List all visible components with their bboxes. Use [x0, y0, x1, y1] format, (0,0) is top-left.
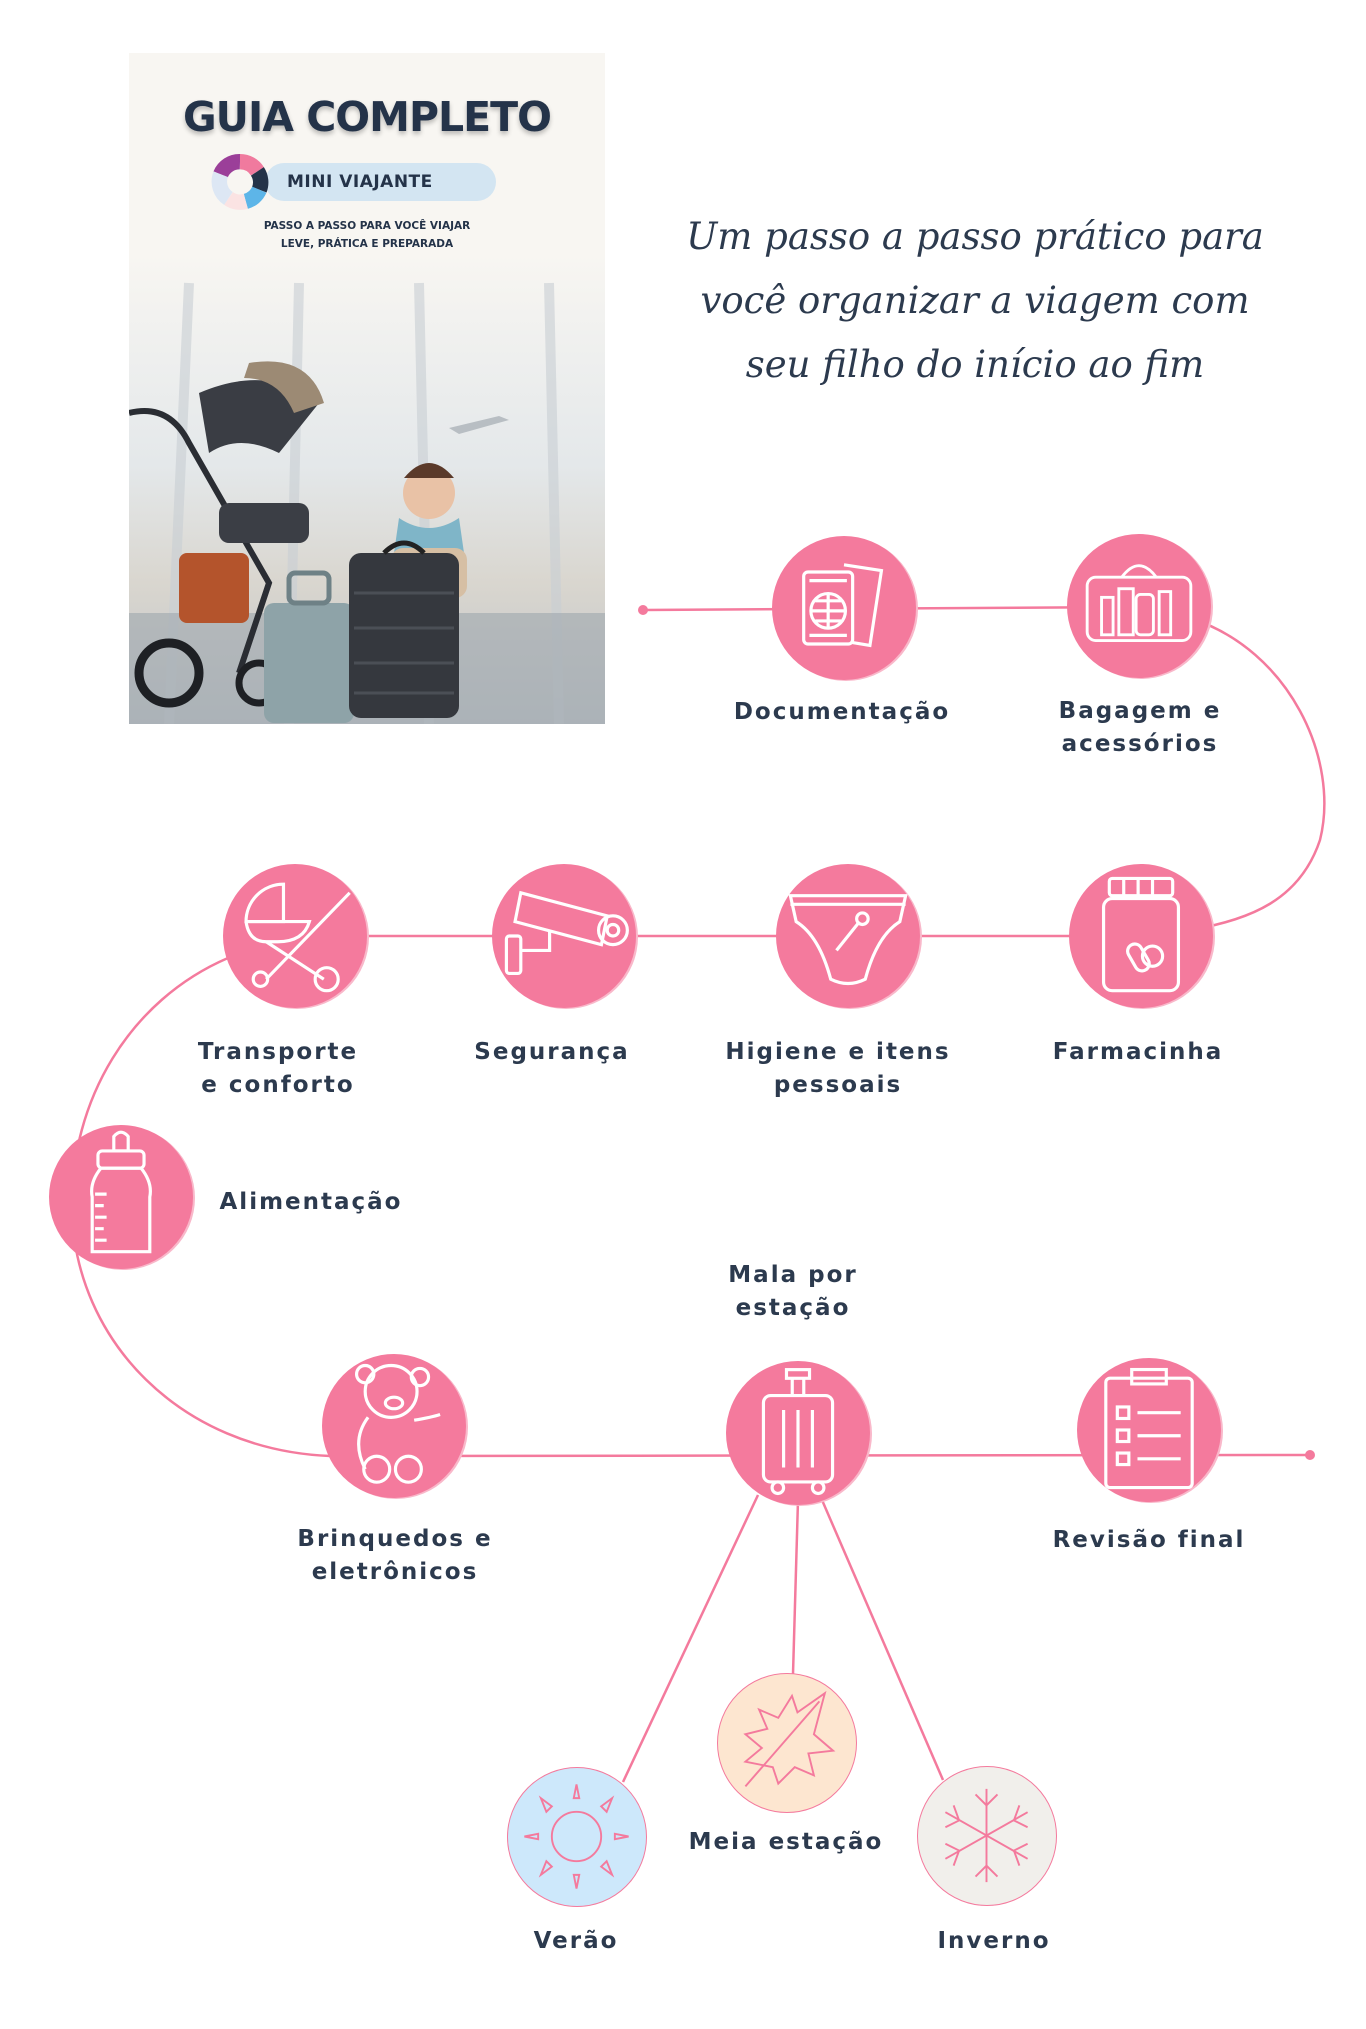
label-mala: Mala por estação — [728, 1259, 857, 1325]
season-inverno — [917, 1766, 1057, 1906]
step-revisao — [1077, 1358, 1221, 1502]
leaf-icon — [743, 1690, 836, 1787]
label-brinquedos: Brinquedos e eletrônicos — [297, 1523, 492, 1589]
diaper-icon — [788, 894, 908, 986]
suitcase-icon — [761, 1368, 835, 1496]
season-verao — [507, 1767, 647, 1907]
label-higiene: Higiene e itens pessoais — [725, 1036, 950, 1102]
cover-photo-stroller-baby-luggage — [129, 253, 605, 724]
checklist-icon — [1104, 1367, 1194, 1490]
badge-pill — [265, 163, 496, 201]
tagline-line1: Um passo a passo prático para — [686, 215, 1264, 258]
label-seguranca: Segurança — [474, 1039, 630, 1065]
label-brinquedos-line2: eletrônicos — [311, 1559, 479, 1585]
label-farmacinha: Farmacinha — [1052, 1039, 1224, 1065]
label-meia: Meia estação — [688, 1829, 884, 1855]
curve-right — [1189, 616, 1326, 932]
tagline: Um passo a passo prático para você organ… — [640, 205, 1310, 397]
label-brinquedos-line1: Brinquedos e — [297, 1526, 493, 1552]
label-verao: Verão — [533, 1928, 619, 1954]
step-brinquedos — [322, 1354, 466, 1498]
cover-subtitle-line2: LEVE, PRÁTICA E PREPARADA — [280, 238, 454, 250]
step-transporte — [223, 864, 367, 1008]
label-bagagem-line2: acessórios — [1061, 731, 1219, 757]
tagline-line2: você organizar a viagem com — [700, 279, 1250, 322]
label-mala-line1: Mala por — [728, 1262, 858, 1288]
toiletry-bag-icon — [1085, 564, 1193, 642]
security-camera-icon — [504, 890, 629, 976]
season-meia — [717, 1673, 857, 1813]
cover-subtitle-line1: PASSO A PASSO PARA VOCÊ VIAJAR — [263, 220, 471, 232]
label-bagagem: Bagagem e acessórios — [1059, 695, 1222, 761]
step-documentacao — [772, 536, 916, 680]
start-dot — [638, 605, 648, 615]
step-farmacinha — [1069, 864, 1213, 1008]
step-bagagem — [1067, 534, 1211, 678]
label-revisao: Revisão final — [1052, 1527, 1246, 1553]
branch-verao — [621, 1494, 760, 1783]
label-higiene-line2: pessoais — [773, 1072, 903, 1098]
sun-icon — [524, 1784, 629, 1889]
step-alimentacao — [49, 1125, 193, 1269]
cover-title: GUIA COMPLETO — [183, 93, 552, 141]
passport-icon — [802, 563, 884, 648]
label-documentacao: Documentação — [733, 699, 951, 725]
label-transporte-line1: Transporte — [197, 1039, 359, 1065]
baby-bottle-icon — [90, 1130, 152, 1254]
label-bagagem-line1: Bagagem e — [1058, 698, 1222, 724]
snowflake-icon — [944, 1788, 1029, 1883]
label-inverno: Inverno — [937, 1928, 1051, 1954]
label-alimentacao: Alimentação — [219, 1189, 403, 1215]
tagline-line3: seu filho do início ao fim — [745, 343, 1205, 386]
step-mala — [726, 1361, 870, 1505]
step-higiene — [776, 864, 920, 1008]
badge-text: MINI VIAJANTE — [287, 172, 433, 192]
swim-ring-icon — [211, 153, 269, 210]
branch-meia — [791, 1499, 800, 1675]
end-dot — [1305, 1450, 1315, 1460]
step-seguranca — [492, 864, 636, 1008]
label-mala-line2: estação — [735, 1295, 851, 1321]
branch-inverno — [820, 1499, 945, 1781]
guide-cover: GUIA COMPLETO MINI VIAJANTE PASSO A PASS… — [129, 53, 605, 724]
stroller-icon — [244, 882, 351, 993]
label-transporte-line2: e conforto — [201, 1072, 355, 1098]
teddy-bear-icon — [354, 1363, 441, 1484]
label-higiene-line1: Higiene e itens — [725, 1039, 951, 1065]
label-transporte: Transporte e conforto — [198, 1036, 358, 1102]
medicine-bottle-icon — [1101, 876, 1181, 993]
